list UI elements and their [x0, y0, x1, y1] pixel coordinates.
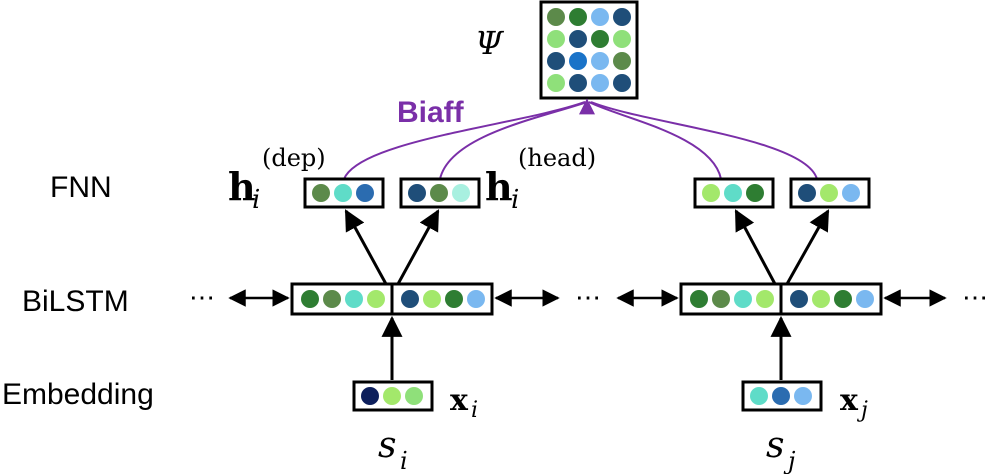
x-j-label: x j [840, 383, 868, 423]
vector-dot [790, 290, 808, 308]
vector-dot [734, 290, 752, 308]
ellipsis-right: ⋯ [962, 283, 988, 313]
vector-dot [445, 290, 463, 308]
vector-dot [467, 290, 485, 308]
fnn-box-i-dep [303, 177, 385, 209]
vector-dot [756, 290, 774, 308]
psi-dot [591, 74, 609, 92]
svg-text:(head): (head) [518, 144, 596, 172]
svg-text:i: i [400, 447, 408, 474]
psi-dot [547, 8, 565, 26]
vector-dot [323, 290, 341, 308]
embedding-to-bilstm-arrows [381, 315, 792, 380]
vector-dot [312, 184, 330, 202]
ellipsis-left: ⋯ [189, 283, 215, 313]
psi-label: Ψ [475, 24, 505, 62]
vector-dot [367, 290, 385, 308]
bilstm-label: BiLSTM [22, 285, 129, 318]
psi-dot [613, 8, 631, 26]
vector-dot [772, 387, 790, 405]
psi-matrix [539, 0, 639, 100]
vector-dot [794, 387, 812, 405]
vector-dot [401, 290, 419, 308]
psi-dot [591, 8, 609, 26]
fnn-box-i-head [399, 177, 481, 209]
vector-dot [423, 290, 441, 308]
psi-dot [547, 52, 565, 70]
vector-dot [356, 184, 374, 202]
vector-dot [702, 184, 720, 202]
svg-text:i: i [471, 398, 478, 423]
biaff-connections [343, 98, 818, 180]
biaff-label: Biaff [397, 96, 465, 129]
bilstm-box-i [290, 282, 494, 316]
svg-text:h: h [228, 164, 256, 209]
svg-text:i: i [511, 185, 519, 215]
psi-dot [613, 74, 631, 92]
svg-text:(dep): (dep) [262, 144, 326, 172]
svg-text:i: i [252, 185, 260, 215]
vector-dot [383, 387, 401, 405]
svg-text:h: h [485, 164, 513, 209]
vector-dot [842, 184, 860, 202]
h-i-dep-label: h i (dep) [228, 144, 326, 215]
vector-dot [690, 290, 708, 308]
embedding-box-j [741, 380, 823, 412]
psi-dot [569, 52, 587, 70]
svg-text:s: s [378, 425, 396, 466]
x-i-label: x i [450, 383, 478, 423]
s-i-label: s i [378, 425, 408, 474]
vector-dot [834, 290, 852, 308]
svg-text:x: x [450, 383, 469, 418]
embedding-box-i [352, 380, 434, 412]
vector-dot [301, 290, 319, 308]
bilstm-box-j [679, 282, 883, 316]
vector-dot [712, 290, 730, 308]
svg-text:x: x [840, 383, 859, 418]
psi-dot [547, 74, 565, 92]
vector-dot [334, 184, 352, 202]
psi-dot [591, 30, 609, 48]
psi-dot [569, 30, 587, 48]
vector-dot [750, 387, 768, 405]
psi-dot [591, 52, 609, 70]
psi-dot [569, 8, 587, 26]
vector-dot [820, 184, 838, 202]
vector-dot [812, 290, 830, 308]
vector-dot [452, 184, 470, 202]
vector-dot [361, 387, 379, 405]
fnn-box-j-head [789, 177, 871, 209]
fnn-label: FNN [50, 171, 112, 204]
vector-dot [408, 184, 426, 202]
vector-dot [746, 184, 764, 202]
psi-dot [547, 30, 565, 48]
vector-dot [798, 184, 816, 202]
vector-dot [405, 387, 423, 405]
psi-dot [613, 30, 631, 48]
svg-text:j: j [783, 447, 796, 474]
bilstm-to-fnn-arrows [344, 209, 830, 285]
s-j-label: s j [766, 425, 796, 474]
vector-dot [724, 184, 742, 202]
vector-dot [345, 290, 363, 308]
embedding-label: Embedding [2, 378, 154, 411]
psi-dot [569, 74, 587, 92]
vector-dot [430, 184, 448, 202]
h-i-head-label: h i (head) [485, 144, 596, 215]
psi-dot [613, 52, 631, 70]
fnn-box-j-dep [693, 177, 775, 209]
svg-text:s: s [766, 425, 784, 466]
ellipsis-middle: ⋯ [575, 283, 601, 313]
vector-dot [856, 290, 874, 308]
